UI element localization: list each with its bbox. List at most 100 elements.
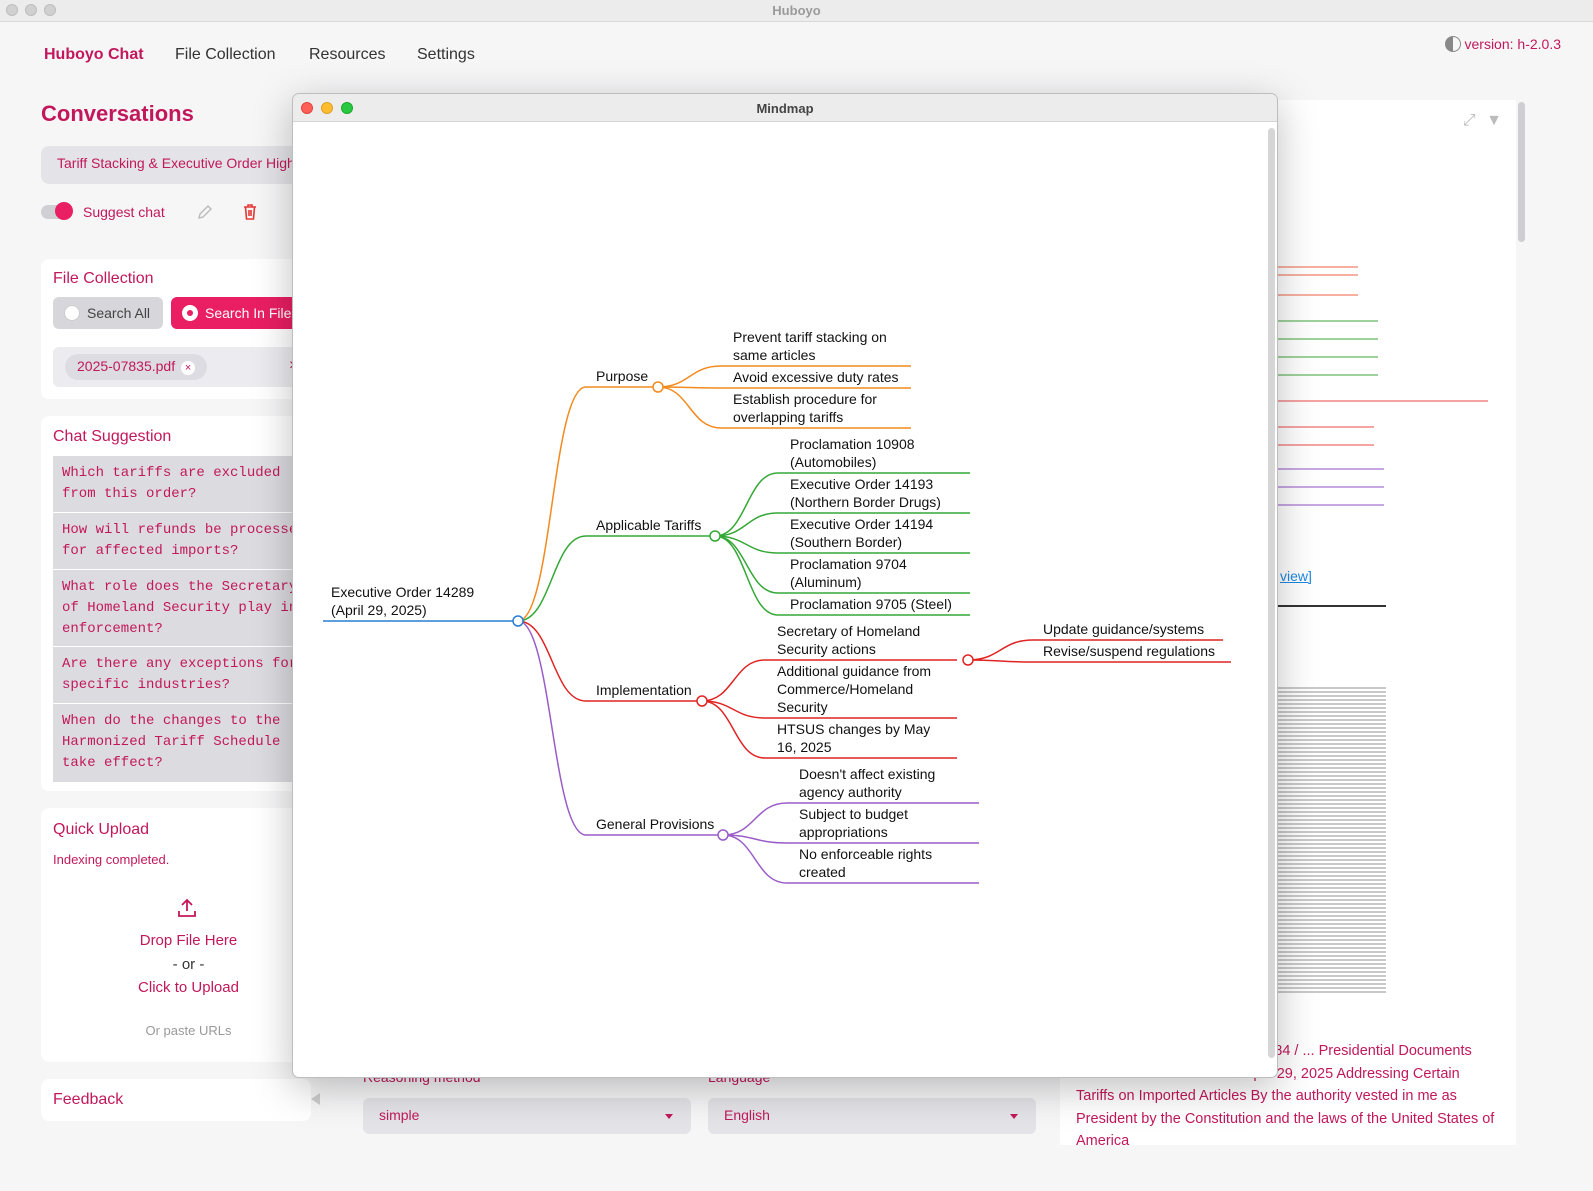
or-divider: - or -: [172, 956, 205, 973]
feedback-card[interactable]: Feedback: [41, 1079, 311, 1121]
os-zoom-button[interactable]: [44, 4, 56, 16]
mindmap-canvas: Executive Order 14289(April 29, 2025)Pur…: [323, 329, 1231, 884]
collapse-icon[interactable]: ▼: [1486, 112, 1502, 129]
leaf-connector: [701, 700, 766, 759]
suggestion-item[interactable]: Are there any exceptions for specific in…: [53, 647, 303, 703]
leaf-label: 16, 2025: [777, 739, 832, 755]
leaf-connector: [714, 512, 779, 537]
leaf-connector: [701, 659, 766, 702]
mini-map-line: [1278, 374, 1378, 376]
leaf-label: created: [799, 864, 846, 880]
leaf-connector: [714, 535, 779, 554]
mini-map-line: [1278, 274, 1358, 276]
file-selector[interactable]: 2025-07835.pdf× ×: [53, 347, 303, 387]
leaf-connector: [722, 834, 788, 884]
edit-icon[interactable]: [195, 202, 215, 222]
leaf-label: Doesn't affect existing: [799, 766, 935, 782]
suggestion-item[interactable]: How will refunds be processed for affect…: [53, 513, 303, 569]
subleaf-connector: [967, 659, 1034, 663]
branch-connector: [517, 620, 587, 836]
upload-status: Indexing completed.: [53, 852, 170, 867]
mini-map-line: [1278, 444, 1374, 446]
mini-map-line: [1278, 468, 1384, 470]
search-in-files-label: Search In Files: [205, 305, 299, 321]
mini-map-line: [1278, 486, 1384, 488]
file-chip[interactable]: 2025-07835.pdf×: [65, 354, 208, 380]
leaf-connector: [657, 386, 722, 429]
suggestion-item[interactable]: Which tariffs are excluded from this ord…: [53, 456, 303, 512]
subleaf-label: Revise/suspend regulations: [1043, 643, 1215, 659]
branch-label: General Provisions: [596, 816, 714, 832]
os-minimize-button[interactable]: [25, 4, 37, 16]
chip-remove-icon[interactable]: ×: [181, 361, 196, 375]
leaf-label: HTSUS changes by May: [777, 721, 930, 737]
expand-node-icon: [512, 615, 524, 627]
quick-upload-card: Quick Upload Indexing completed. Drop Fi…: [41, 808, 311, 1062]
leaf-label: Additional guidance from: [777, 663, 931, 679]
branch-connector: [517, 620, 587, 702]
leaf-label: Establish procedure for: [733, 391, 877, 407]
chevron-down-icon: [665, 1114, 673, 1119]
leaf-label: Subject to budget: [799, 806, 908, 822]
drop-file-text[interactable]: Drop File Here: [139, 932, 238, 949]
branch-label: Applicable Tariffs: [596, 517, 701, 533]
close-icon[interactable]: [301, 102, 313, 114]
version-indicator: version: h-2.0.3: [1444, 36, 1561, 52]
mini-map-line: [1278, 266, 1358, 268]
mini-map-line: [1278, 426, 1374, 428]
search-in-files-radio[interactable]: Search In Files: [171, 297, 311, 329]
conversation-select[interactable]: Tariff Stacking & Executive Order Highli…: [41, 146, 311, 184]
expand-icon[interactable]: ⤢: [1462, 112, 1476, 129]
os-close-button[interactable]: [6, 4, 18, 16]
os-window-title: Huboyo: [772, 3, 821, 18]
nav-tab-chat[interactable]: Huboyo Chat: [44, 46, 144, 63]
search-all-label: Search All: [87, 305, 151, 321]
language-select[interactable]: English: [708, 1098, 1036, 1134]
mindmap-root-label: Executive Order 14289: [331, 584, 474, 600]
suggestion-item[interactable]: What role does the Secretary of Homeland…: [53, 570, 303, 646]
leaf-connector: [714, 535, 779, 616]
theme-toggle-icon[interactable]: [1444, 36, 1461, 52]
nav-tab-file-collection[interactable]: File Collection: [175, 46, 276, 63]
search-all-radio[interactable]: Search All: [53, 297, 163, 329]
conversations-title: Conversations: [41, 101, 194, 126]
branch-connector: [517, 535, 587, 622]
language-value: English: [724, 1107, 770, 1123]
leaf-label: (Southern Border): [790, 534, 902, 550]
expand-node-icon: [962, 654, 974, 666]
preview-scrollbar[interactable]: [1518, 102, 1525, 242]
suggest-chat-row: Suggest chat: [41, 200, 260, 224]
upload-icon[interactable]: [175, 896, 199, 920]
mindmap-scrollbar[interactable]: [1268, 128, 1275, 1058]
suggest-chat-toggle[interactable]: [41, 202, 73, 220]
leaf-label: Proclamation 9704: [790, 556, 907, 572]
delete-icon[interactable]: [240, 202, 260, 222]
paste-urls-link[interactable]: Or paste URLs: [145, 1023, 232, 1038]
mini-map-line: [1278, 400, 1488, 402]
suggestion-item[interactable]: When do the changes to the Harmonized Ta…: [53, 704, 303, 782]
nav-tab-settings[interactable]: Settings: [417, 46, 475, 63]
leaf-label: Security actions: [777, 641, 876, 657]
leaf-label: Secretary of Homeland: [777, 623, 920, 639]
minimize-icon[interactable]: [321, 102, 333, 114]
leaf-connector: [714, 472, 779, 537]
leaf-label: Executive Order 14194: [790, 516, 933, 532]
expand-node-icon: [709, 530, 721, 542]
leaf-label: Executive Order 14193: [790, 476, 933, 492]
file-collection-card: File Collection Search All Search In Fil…: [41, 259, 311, 399]
leaf-connector: [722, 802, 788, 836]
nav-tab-resources[interactable]: Resources: [309, 46, 386, 63]
leaf-label: agency authority: [799, 784, 902, 800]
leaf-label: Prevent tariff stacking on: [733, 329, 887, 345]
zoom-icon[interactable]: [341, 102, 353, 114]
reasoning-method-select[interactable]: simple: [363, 1098, 691, 1134]
collapse-sidebar-icon[interactable]: [309, 1092, 321, 1106]
leaf-label: overlapping tariffs: [733, 409, 843, 425]
click-to-upload[interactable]: Click to Upload: [138, 979, 239, 996]
full-view-link[interactable]: view]: [1280, 568, 1312, 584]
file-collection-title: File Collection: [53, 270, 154, 287]
leaf-label: appropriations: [799, 824, 888, 840]
quick-upload-title: Quick Upload: [53, 821, 150, 838]
pdf-page-text: [1278, 685, 1386, 995]
leaf-label: Proclamation 10908: [790, 436, 915, 452]
